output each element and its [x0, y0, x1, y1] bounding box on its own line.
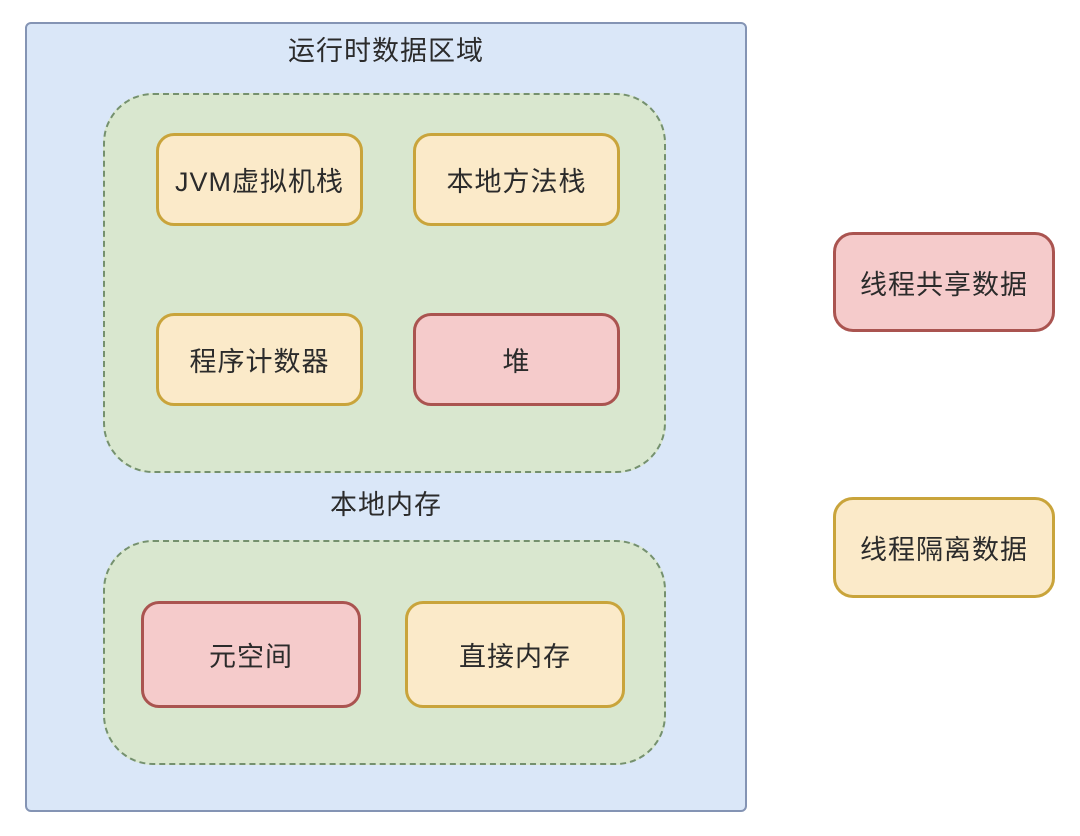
node-metaspace: 元空间	[141, 601, 361, 708]
node-jvm-stack: JVM虚拟机栈	[156, 133, 363, 226]
runtime-data-area-title: 运行时数据区域	[288, 36, 484, 66]
native-memory-group: 元空间 直接内存	[103, 540, 666, 765]
jvm-memory-group: JVM虚拟机栈 本地方法栈 程序计数器 堆	[103, 93, 666, 473]
node-direct-memory: 直接内存	[405, 601, 625, 708]
node-heap: 堆	[413, 313, 620, 406]
node-program-counter: 程序计数器	[156, 313, 363, 406]
legend-thread-shared-data: 线程共享数据	[833, 232, 1055, 332]
runtime-data-area-container: 运行时数据区域 JVM虚拟机栈 本地方法栈 程序计数器 堆 本地内存 元空间 直…	[25, 22, 747, 812]
legend-thread-isolated-data: 线程隔离数据	[833, 497, 1055, 598]
node-native-method-stack: 本地方法栈	[413, 133, 620, 226]
native-memory-title: 本地内存	[330, 490, 442, 520]
